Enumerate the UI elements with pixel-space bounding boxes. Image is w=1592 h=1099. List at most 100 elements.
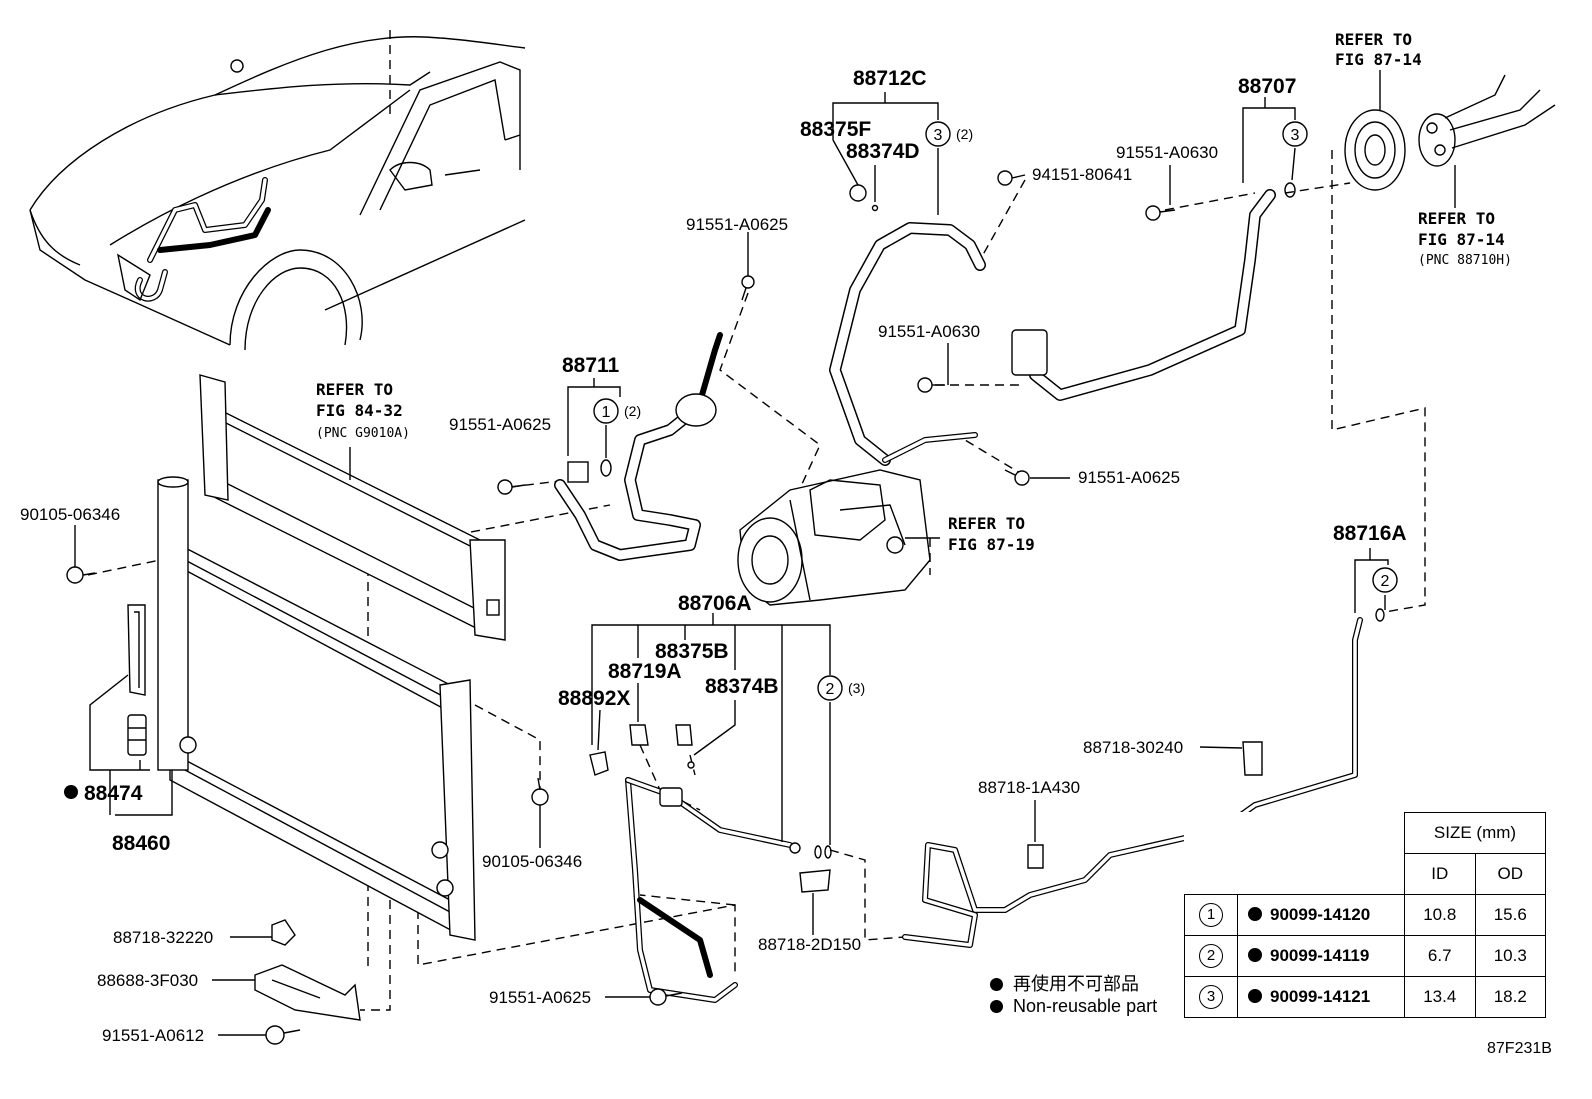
size-id-3: 13.4 [1404,976,1476,1018]
qty-88706a: (3) [848,680,865,696]
part-labels: 88712C 88375F 88374D 94151-80641 91551-A… [20,67,1407,1045]
size-od-1: 15.6 [1474,894,1546,936]
size-od-3: 18.2 [1474,976,1546,1018]
qty-88711: (2) [624,403,641,419]
o-ring-2 [1375,608,1385,622]
clamp-88718-2d150 [799,869,831,893]
nut-94151 [997,170,1013,186]
non-reusable-dot [990,1000,1003,1013]
circle-ref-88707: 3 [1291,127,1300,144]
non-reusable-dot [1248,907,1262,921]
condenser [157,476,476,941]
label-88712c: 88712C [853,67,927,90]
hoses [554,189,1363,1003]
label-90105-06346-left: 90105-06346 [20,505,120,524]
label-91551-a0625-top: 91551-A0625 [686,215,788,234]
bolt-90105-mid [531,777,549,806]
legend-jp-text: 再使用不可部品 [1013,974,1139,994]
compressor [737,469,931,606]
refer-top-right-line2: FIG 87-14 [1335,50,1422,69]
size-od-2: 10.3 [1474,935,1546,977]
clamp-88718-1a430 [1027,844,1044,869]
circle-ref-88711: 1 [602,404,611,421]
circle-ref-88716a: 2 [1381,573,1390,590]
refer-right-line2: FIG 87-14 [1418,230,1505,249]
label-88718-1a430: 88718-1A430 [978,778,1080,797]
size-ref-3: 3 [1199,985,1223,1009]
valve-core-88374d [871,204,879,212]
bolt-top-center [741,275,755,301]
cap-88892x [589,751,609,776]
size-row-2: 2 90099-14119 6.7 10.3 [1184,935,1546,977]
expansion-valve [1344,74,1556,191]
size-id-1: 10.8 [1404,894,1476,936]
fittings [66,74,1556,1045]
label-88711: 88711 [562,354,620,377]
non-reusable-dot [1248,989,1262,1003]
clamp-88718-30240 [1242,741,1263,776]
label-91551-a0625-bot: 91551-A0625 [489,988,591,1007]
refer-radiator-line2: FIG 84-32 [316,401,403,420]
o-ring-1 [600,459,612,477]
size-ref-2: 2 [1199,944,1223,968]
switch-88719a [629,724,649,746]
size-col-id: ID [1404,853,1476,895]
label-88707: 88707 [1238,75,1296,98]
bolt-91551-a0612 [265,1025,301,1045]
refer-right-line1: REFER TO [1418,209,1495,228]
label-88374d: 88374D [846,140,920,163]
valve-core-88374b [687,761,695,769]
label-88716a: 88716A [1333,522,1407,545]
refer-compressor-line2: FIG 87-19 [948,535,1035,554]
size-row-3: 3 90099-14121 13.4 18.2 [1184,976,1546,1018]
circled-refs: 3 (2) 3 1 (2) 2 (3) 2 [593,121,1398,701]
label-88706a: 88706A [678,592,752,615]
label-88719a: 88719A [608,660,682,683]
qty-88712c: (2) [956,126,973,142]
label-88374b: 88374B [705,675,779,698]
bolt-91551-a0630-top [1145,205,1176,221]
figure-id: 87F231B [1487,1040,1552,1057]
label-91551-a0625-right: 91551-A0625 [1078,468,1180,487]
label-88375f: 88375F [800,118,871,141]
size-header-row: SIZE (mm) [1185,812,1546,854]
refer-notes: REFER TO FIG 87-14 REFER TO FIG 87-14 (P… [316,30,1512,554]
refer-right-line3: (PNC 88710H) [1418,253,1512,268]
o-ring-3 [1284,182,1296,198]
refer-radiator-line3: (PNC G9010A) [316,426,410,441]
label-88688-3f030: 88688-3F030 [97,971,198,990]
label-90105-06346-mid: 90105-06346 [482,852,582,871]
refer-top-right-line1: REFER TO [1335,30,1412,49]
bolt-91551-a0630-mid [917,377,945,393]
bracket-88688 [254,919,361,1021]
size-part-3: 90099-14121 [1270,987,1371,1006]
label-88375b: 88375B [655,640,729,663]
size-header: SIZE (mm) [1404,812,1546,854]
label-88718-2d150: 88718-2D150 [758,935,861,954]
cap-88375f [849,184,867,202]
label-91551-a0625-left: 91551-A0625 [449,415,551,434]
size-row-1: 1 90099-14120 10.8 15.6 [1184,894,1546,936]
label-88718-30240: 88718-30240 [1083,738,1183,757]
non-reusable-dot [990,978,1003,991]
bolt-91551-a0625-left [497,479,526,495]
label-88892x: 88892X [558,687,630,710]
cap-88375b [675,724,693,746]
size-col-od: OD [1474,853,1546,895]
non-reusable-dot [1248,948,1262,962]
leader-lines [74,70,1456,1036]
size-part-2: 90099-14119 [1270,946,1370,965]
label-88460: 88460 [112,832,170,855]
bolt-91551-a0625-right [1004,469,1030,486]
label-88718-32220: 88718-32220 [113,928,213,947]
refer-compressor-line1: REFER TO [948,514,1025,533]
refer-radiator-line1: REFER TO [316,380,393,399]
label-91551-a0630-top: 91551-A0630 [1116,143,1218,162]
o-ring-size-table: SIZE (mm) ID OD 1 90099-14120 10.8 15.6 … [1184,812,1546,1018]
non-reusable-dot-88474 [64,785,78,799]
size-subheader-row: ID OD [1185,853,1546,895]
vehicle-illustration [29,36,526,351]
legend-en: Non-reusable part [990,996,1157,1017]
size-id-2: 6.7 [1404,935,1476,977]
size-ref-1: 1 [1199,903,1223,927]
